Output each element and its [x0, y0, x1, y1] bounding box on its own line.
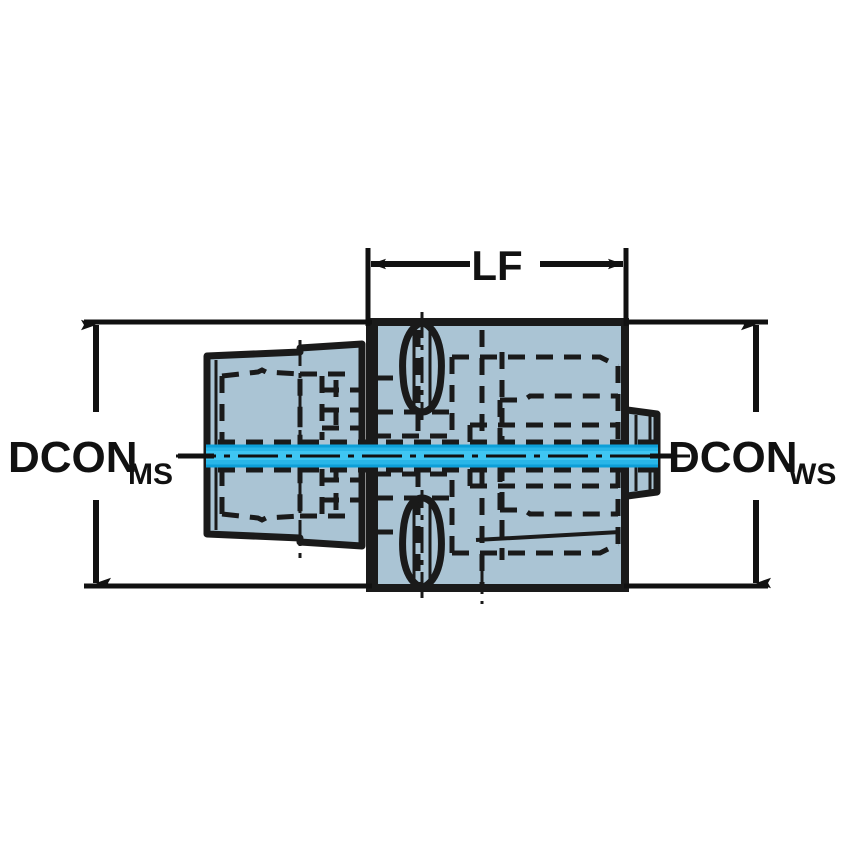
- inner-sleeve-top: [500, 393, 618, 403]
- body-cavity-bottom: [452, 541, 620, 556]
- dimension-dcon-ws: DCON WS: [624, 319, 836, 589]
- inner-sleeve-bottom: [500, 507, 618, 517]
- coolant-overlay-hidden-lines: [218, 439, 656, 473]
- dcon-ws-label: DCON: [668, 433, 798, 482]
- body-cavity-top: [452, 354, 620, 369]
- dimension-lf: LF: [365, 242, 629, 326]
- dcon-ws-subscript: WS: [788, 458, 836, 491]
- lf-label: LF: [471, 242, 522, 289]
- dcon-ms-label: DCON: [8, 433, 138, 482]
- dimension-dcon-ms: DCON MS: [8, 319, 372, 589]
- body-inner-taper-line: [475, 530, 621, 542]
- dcon-ms-subscript: MS: [128, 458, 173, 491]
